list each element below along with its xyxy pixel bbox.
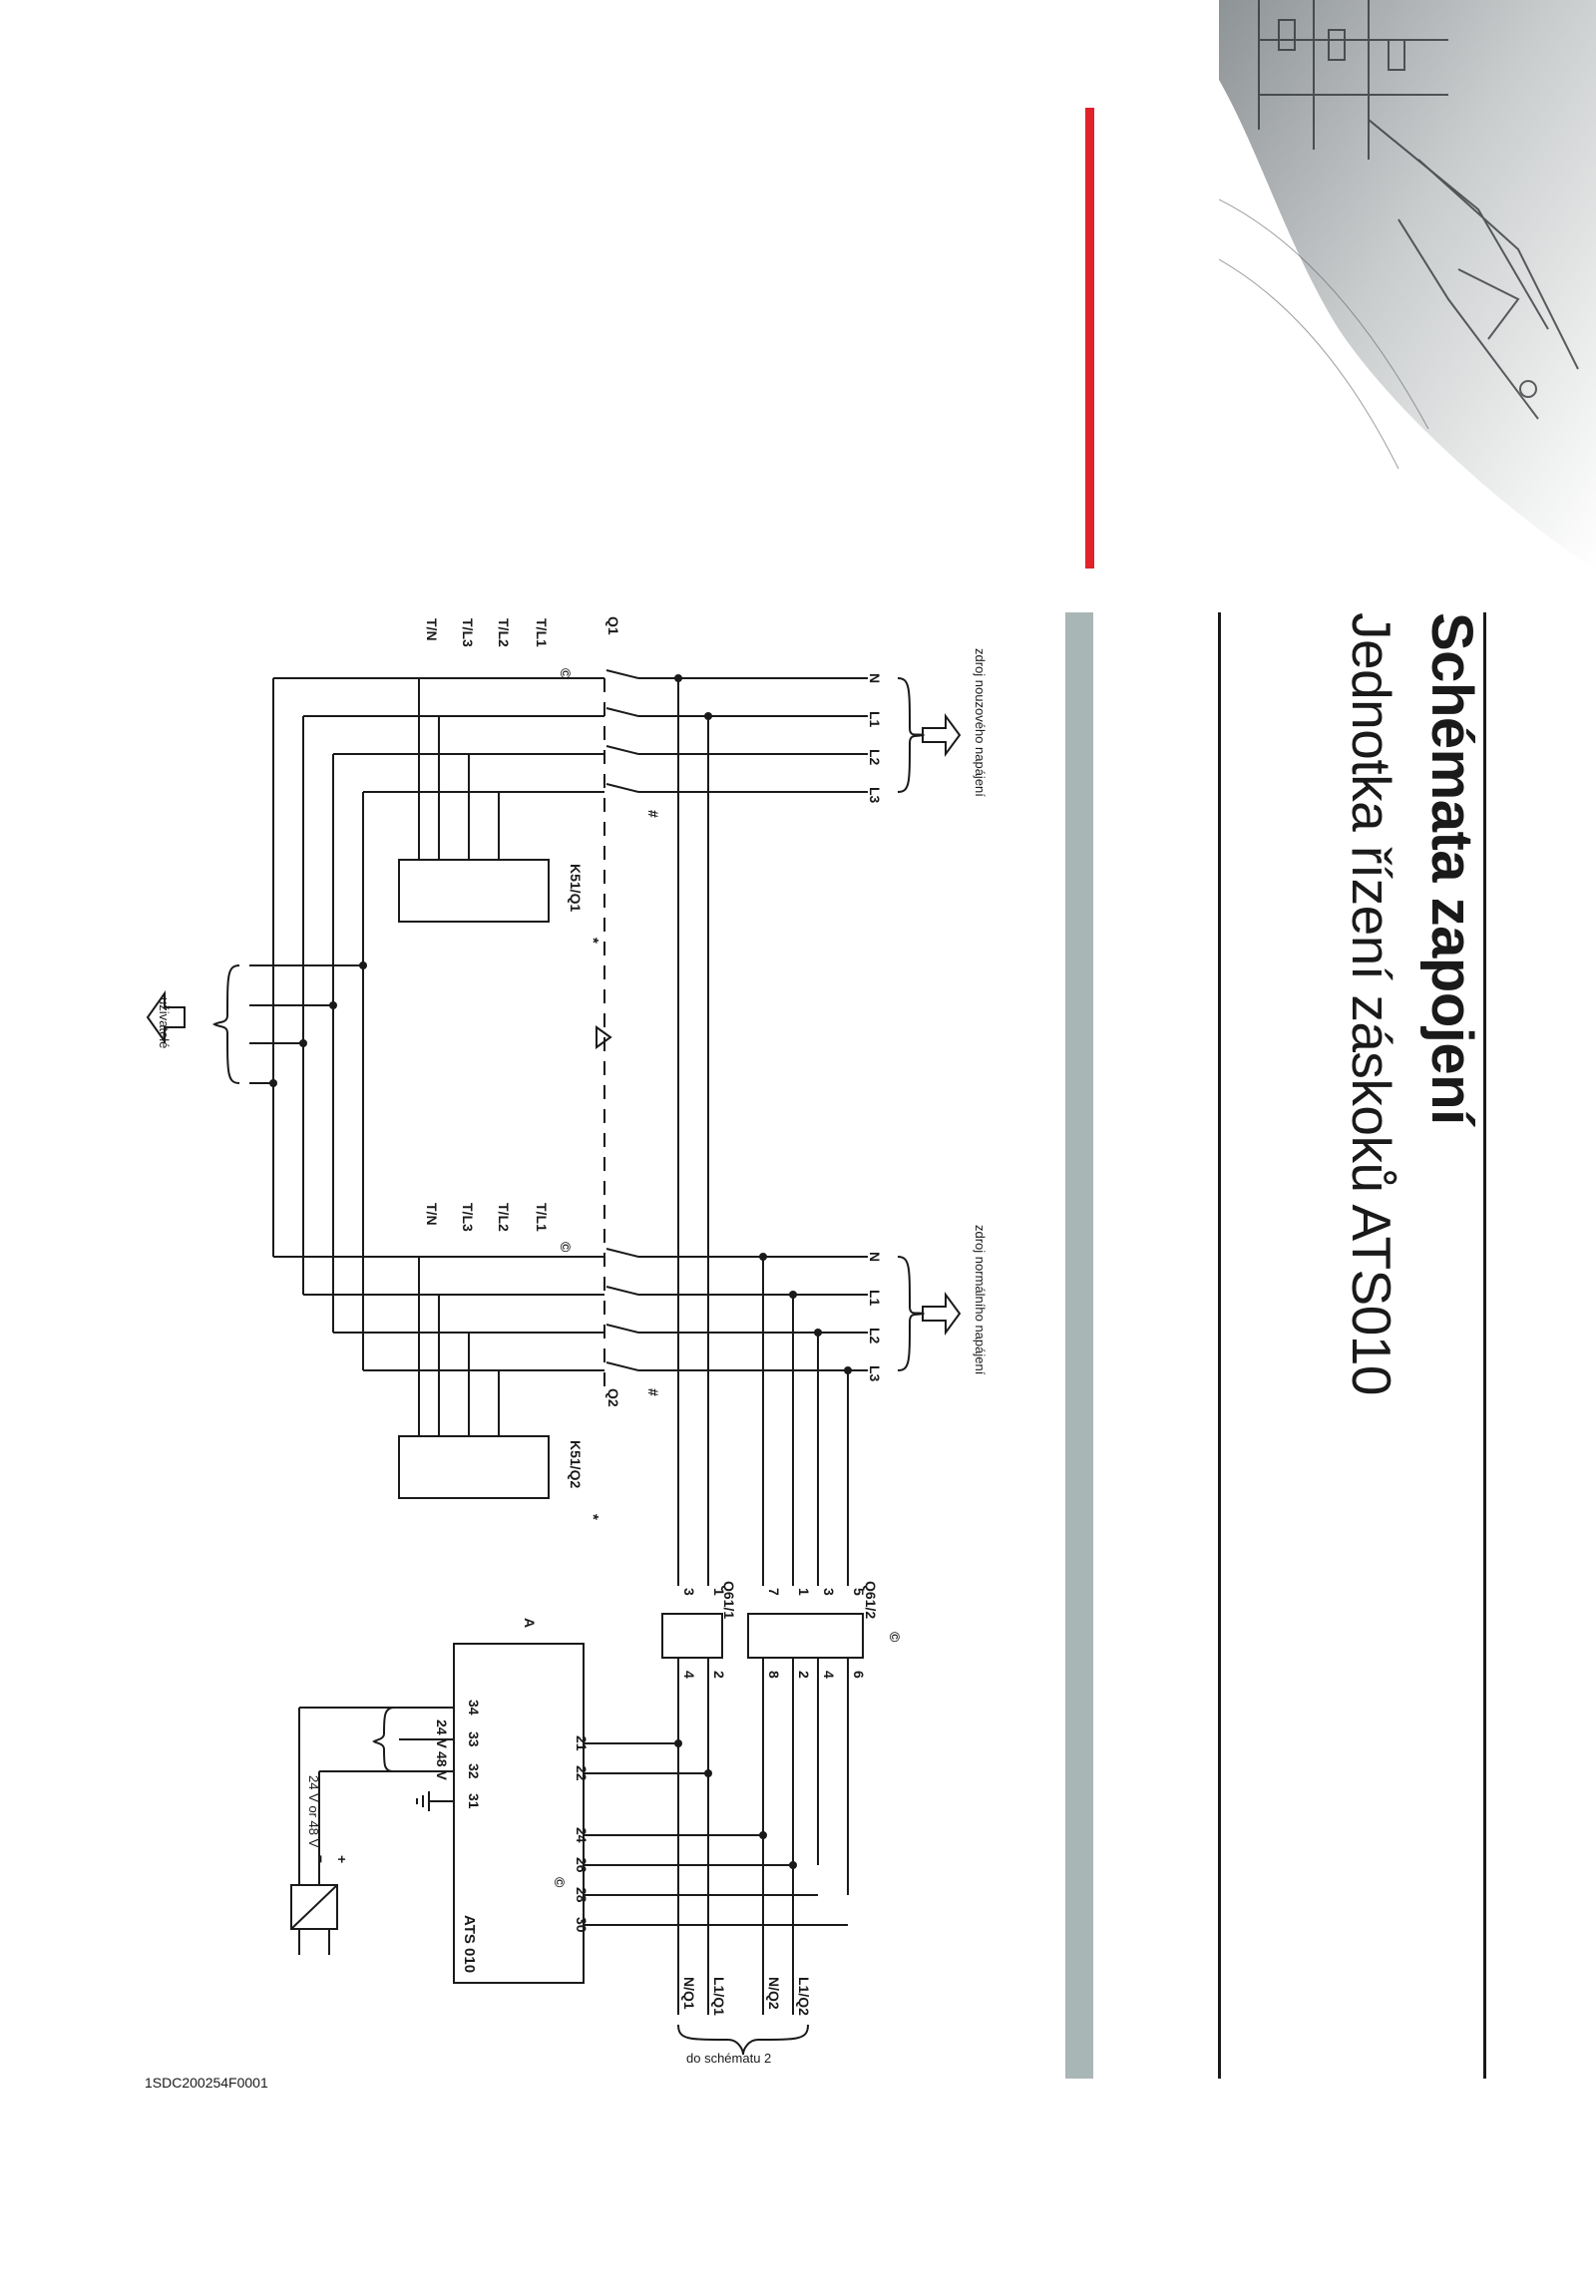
q1-trip-l3: T/L3 bbox=[460, 618, 476, 647]
phase-l2-q2: L2 bbox=[867, 1328, 883, 1344]
accent-bar bbox=[1085, 108, 1094, 569]
aux1-pin-2: 2 bbox=[711, 1671, 727, 1679]
output-n-q2: N/Q2 bbox=[766, 1977, 782, 2010]
aux1-pin-1: 1 bbox=[711, 1588, 727, 1596]
phase-n-q2: N bbox=[867, 1252, 883, 1262]
phase-l1-q1: L1 bbox=[867, 711, 883, 728]
q2-trip-l1: T/L1 bbox=[534, 1203, 550, 1232]
bottom-rule bbox=[1218, 612, 1221, 2079]
phase-l3-q2: L3 bbox=[867, 1365, 883, 1382]
term-31: 31 bbox=[466, 1793, 482, 1809]
q1-trip-l2: T/L2 bbox=[496, 618, 512, 647]
output-l1-q2: L1/Q2 bbox=[796, 1977, 812, 2016]
aux-q61-2-label: Q61/2 bbox=[863, 1581, 879, 1619]
term-30: 30 bbox=[574, 1917, 590, 1933]
q1-hash: # bbox=[645, 810, 661, 818]
source-emergency-label: zdroj nouzového napájení bbox=[973, 648, 988, 797]
unit-a-label: A bbox=[522, 1618, 538, 1628]
q1-trip-l1: T/L1 bbox=[534, 618, 550, 647]
term-33: 33 bbox=[466, 1731, 482, 1747]
voltage-48-label: 48 V bbox=[434, 1751, 450, 1780]
output-l1-q1: L1/Q1 bbox=[711, 1977, 727, 2016]
document-code: 1SDC200254F0001 bbox=[145, 2075, 268, 2091]
phase-l1-q2: L1 bbox=[867, 1290, 883, 1307]
q2-c-mark: © bbox=[558, 1242, 574, 1253]
term-26: 26 bbox=[574, 1857, 590, 1873]
to-scheme-label: do schématu 2 bbox=[686, 2051, 771, 2066]
term-32: 32 bbox=[466, 1763, 482, 1779]
top-rule bbox=[1483, 612, 1486, 2079]
motor-q1-label: K51/Q1 bbox=[568, 864, 584, 912]
breaker-q1-label: Q1 bbox=[605, 616, 621, 635]
aux2-pin-1: 1 bbox=[796, 1588, 812, 1596]
breaker-q2-label: Q2 bbox=[605, 1388, 621, 1407]
motor-q2-label: K51/Q2 bbox=[568, 1440, 584, 1488]
motor-q1-star: * bbox=[585, 938, 601, 944]
q2-hash: # bbox=[645, 1388, 661, 1396]
aux2-pin-2: 2 bbox=[796, 1671, 812, 1679]
aux-q61-1-label: Q61/1 bbox=[721, 1581, 737, 1619]
grey-band bbox=[1065, 612, 1093, 2079]
supply-label: 24 V or 48 V bbox=[306, 1775, 321, 1848]
q2-trip-l2: T/L2 bbox=[496, 1203, 512, 1232]
q2-trip-l3: T/L3 bbox=[460, 1203, 476, 1232]
term-34: 34 bbox=[466, 1700, 482, 1716]
q2-trip-n: T/N bbox=[424, 1203, 440, 1226]
source-normal-label: zdroj normálního napájení bbox=[973, 1225, 988, 1375]
aux2-pin-3: 3 bbox=[821, 1588, 837, 1596]
aux2-pin-7: 7 bbox=[766, 1588, 782, 1596]
unit-c-mark: © bbox=[552, 1877, 568, 1888]
voltage-24-label: 24 V bbox=[434, 1720, 450, 1748]
aux2-pin-6: 6 bbox=[851, 1671, 867, 1679]
output-n-q1: N/Q1 bbox=[681, 1977, 697, 2010]
aux1-pin-3: 3 bbox=[681, 1588, 697, 1596]
phase-l3-q1: L3 bbox=[867, 787, 883, 804]
aux1-pin-4: 4 bbox=[681, 1671, 697, 1679]
motor-q2-star: * bbox=[585, 1514, 601, 1520]
phase-n-q1: N bbox=[867, 673, 883, 683]
aux2-pin-4: 4 bbox=[821, 1671, 837, 1679]
aux-q61-2-c: © bbox=[887, 1632, 903, 1643]
blueprint-photo bbox=[1219, 0, 1596, 571]
q1-c-mark: © bbox=[558, 668, 574, 679]
aux2-pin-5: 5 bbox=[851, 1588, 867, 1596]
users-label: uživatelé bbox=[157, 997, 172, 1048]
phase-l2-q1: L2 bbox=[867, 749, 883, 766]
aux2-pin-8: 8 bbox=[766, 1671, 782, 1679]
q1-trip-n: T/N bbox=[424, 618, 440, 641]
unit-name: ATS 010 bbox=[461, 1915, 478, 1973]
term-24: 24 bbox=[574, 1827, 590, 1843]
supply-plus: + bbox=[334, 1855, 350, 1863]
supply-minus: – bbox=[314, 1855, 330, 1863]
term-21: 21 bbox=[574, 1735, 590, 1751]
term-28: 28 bbox=[574, 1887, 590, 1903]
term-22: 22 bbox=[574, 1765, 590, 1781]
